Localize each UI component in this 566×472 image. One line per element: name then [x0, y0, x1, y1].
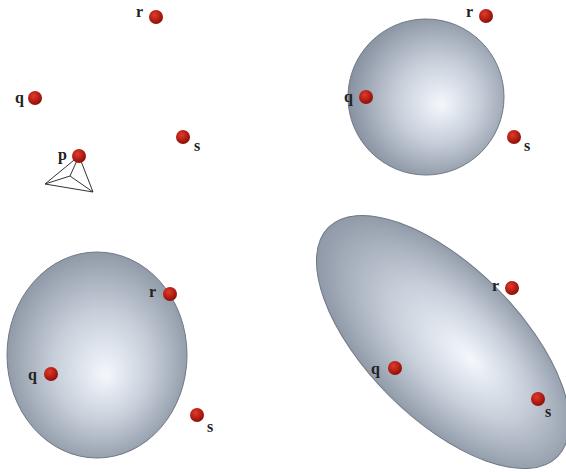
- sphere: [348, 19, 504, 175]
- point-label: p: [58, 147, 67, 163]
- point-label: r: [466, 4, 473, 20]
- point-label: q: [15, 90, 24, 106]
- point-label: s: [207, 419, 213, 435]
- point-label: q: [371, 361, 380, 377]
- point-label: r: [149, 284, 156, 300]
- points: [28, 9, 545, 422]
- point-label: s: [194, 138, 200, 154]
- point-label: r: [136, 4, 143, 20]
- point-label: s: [524, 138, 530, 154]
- ellipsoid: [275, 174, 566, 472]
- point-label: q: [344, 89, 353, 105]
- point-label: s: [545, 404, 551, 420]
- camera-pyramid: [45, 156, 93, 192]
- ellipsoid: [7, 252, 187, 458]
- point-label: r: [492, 278, 499, 294]
- point-label: q: [28, 367, 37, 383]
